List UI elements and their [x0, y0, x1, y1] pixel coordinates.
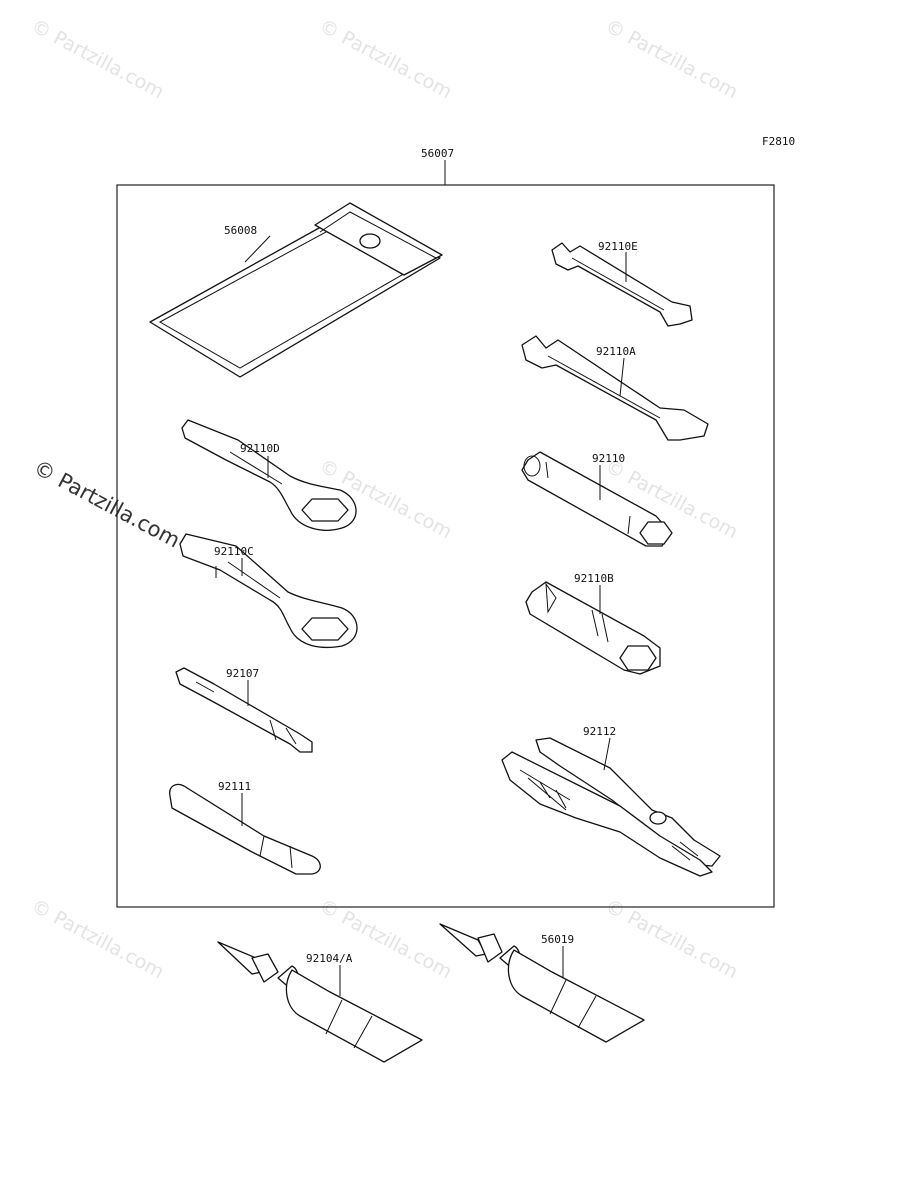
leader-line: [603, 737, 611, 771]
ring-wrench-icon[interactable]: [179, 533, 358, 649]
ring-wrench-icon[interactable]: [181, 419, 357, 531]
part-label-92107: 92107: [226, 667, 259, 680]
part-label-92112: 92112: [583, 725, 616, 738]
handle-icon[interactable]: [169, 783, 321, 875]
part-label-92110c: 92110C: [214, 545, 254, 558]
grease-tube-icon[interactable]: [439, 923, 645, 1043]
watermark: © Partzilla.com: [28, 895, 168, 983]
grease-tube-icon[interactable]: [217, 941, 423, 1063]
part-label-92110: 92110: [592, 452, 625, 465]
open-end-wrench-icon[interactable]: [521, 335, 709, 441]
watermark: © Partzilla.com: [28, 15, 168, 103]
screwdriver-icon[interactable]: [175, 667, 313, 753]
part-label-92110b: 92110B: [574, 572, 614, 585]
leader-line: [619, 357, 625, 397]
part-label-92110a: 92110A: [596, 345, 636, 358]
figure-code: F2810: [762, 135, 795, 148]
assembly-part-number: 56007: [421, 147, 454, 160]
open-end-wrench-icon[interactable]: [551, 242, 693, 327]
part-label-56008: 56008: [224, 224, 257, 237]
watermark: © Partzilla.com: [316, 15, 456, 103]
part-label-92104-a: 92104/A: [306, 952, 353, 965]
part-label-92111: 92111: [218, 780, 251, 793]
watermark: © Partzilla.com: [602, 895, 742, 983]
part-label-92110e: 92110E: [598, 240, 638, 253]
watermark: © Partzilla.com: [316, 895, 456, 983]
leader-line: [244, 235, 271, 263]
watermark: © Partzilla.com: [602, 15, 742, 103]
tool-pouch-icon[interactable]: [149, 202, 443, 378]
socket-wrench-icon[interactable]: [521, 451, 673, 547]
pliers-icon[interactable]: [501, 737, 721, 877]
part-label-92110d: 92110D: [240, 442, 280, 455]
plug-wrench-icon[interactable]: [525, 581, 661, 675]
part-label-56019: 56019: [541, 933, 574, 946]
assembly-box: [116, 184, 775, 908]
watermark-overlay: © Partzilla.com: [30, 455, 184, 552]
